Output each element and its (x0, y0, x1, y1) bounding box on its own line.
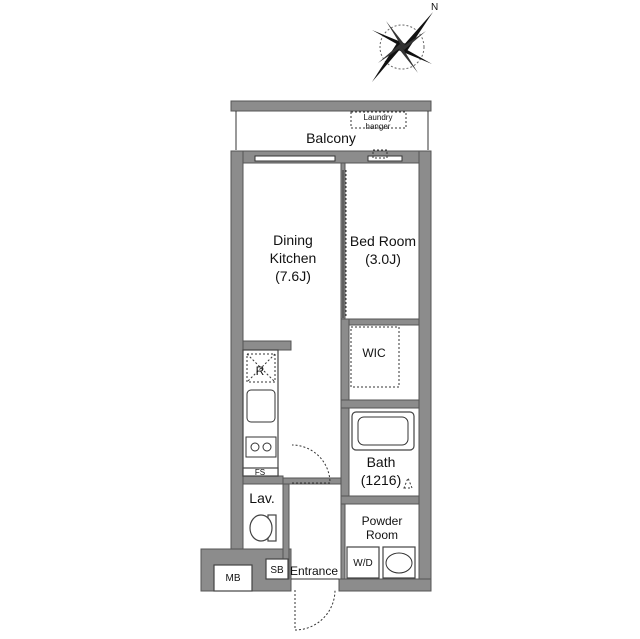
lav-label: Lav. (249, 490, 274, 506)
bedroom-label: Bed Room (350, 233, 416, 249)
dining-window (254, 155, 336, 162)
kitchen-door-swing (291, 444, 331, 484)
laundry-hanger-label-1: Laundry (364, 113, 393, 122)
refrigerator-label: R (256, 364, 265, 378)
balcony-label: Balcony (306, 130, 356, 146)
laundry-hanger-label-2: hanger (366, 122, 391, 131)
compass-north-label: N (431, 2, 438, 13)
wic-label: WIC (362, 346, 386, 360)
dining-label-1: Dining (273, 232, 313, 248)
entrance-door-swing (294, 589, 336, 631)
washer-dryer (346, 546, 380, 579)
kitchen-counter (242, 349, 279, 477)
fs-label: FS (255, 468, 265, 477)
balcony-door-swing (372, 149, 388, 159)
entrance-label: Entrance (290, 564, 338, 578)
sb-label: SB (270, 565, 284, 576)
compass-icon: N (372, 2, 438, 82)
dining-size-label: (7.6J) (275, 268, 311, 284)
wd-label: W/D (353, 558, 372, 569)
balcony: Laundry hanger Balcony (230, 100, 432, 150)
meter-box (213, 564, 253, 592)
toilet-icon (249, 514, 277, 542)
wic-closet (350, 326, 400, 388)
bath-label: Bath (367, 454, 396, 470)
bath-size-label: (1216) (361, 472, 401, 488)
powder-label-2: Room (366, 528, 398, 542)
powder-label-1: Powder (362, 514, 403, 528)
dining-label-2: Kitchen (270, 250, 317, 266)
bedroom-size-label: (3.0J) (365, 251, 401, 267)
mb-label: MB (226, 573, 241, 584)
shoe-box (265, 558, 289, 580)
bathtub (351, 411, 415, 451)
